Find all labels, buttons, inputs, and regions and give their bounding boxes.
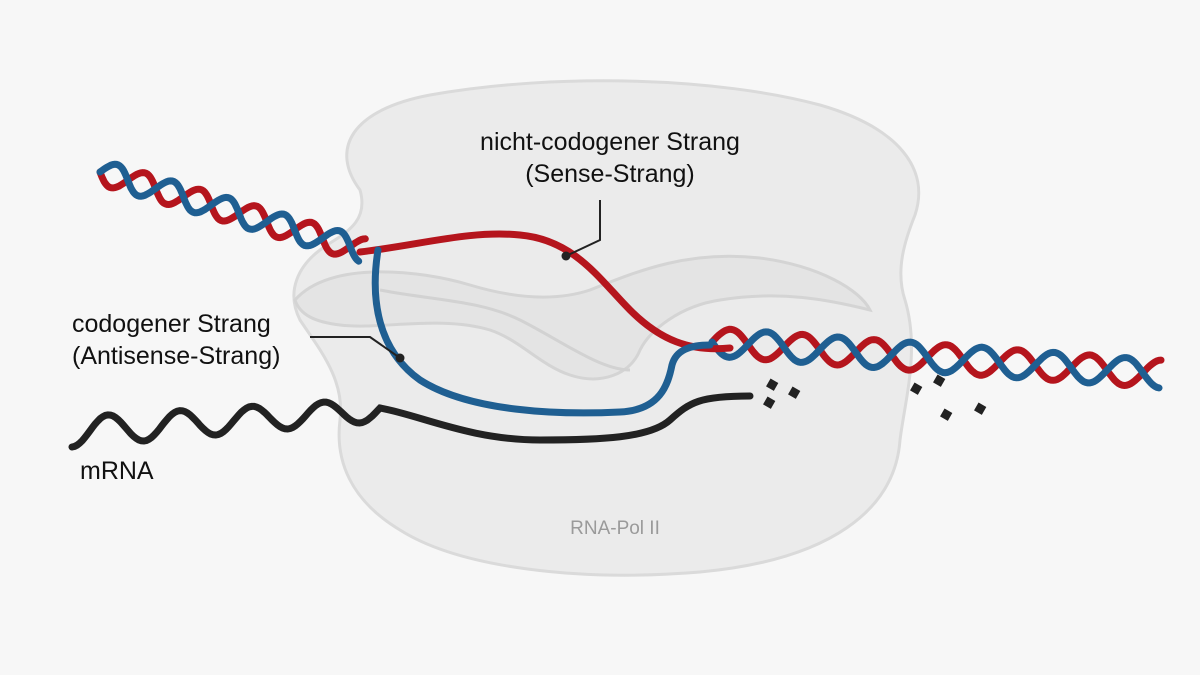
nucleotide (933, 374, 946, 387)
polymerase-groove (293, 254, 873, 381)
nucleotide (766, 378, 779, 391)
polymerase-label: RNA-Pol II (570, 518, 660, 539)
rna-polymerase-body (292, 79, 921, 577)
nucleotide (940, 408, 953, 421)
dna-helix-left (96, 160, 369, 265)
sense-strand-right-helix (708, 325, 1165, 390)
sense-strand-left-helix (96, 168, 369, 258)
sense-strand-label: nicht-codogener Strang (Sense-Strang) (445, 126, 775, 190)
antisense-leader-dot (395, 353, 405, 363)
sense-leader-line (565, 200, 601, 257)
dna-helix-right (708, 325, 1165, 392)
antisense-strand-right-helix (708, 328, 1163, 392)
nucleotide (763, 396, 776, 409)
antisense-strand-label: codogener Strang (Antisense-Strang) (72, 308, 302, 372)
polymerase-inner-clamp (379, 288, 631, 372)
sense-label-line1: nicht-codogener Strang (480, 128, 740, 156)
nucleotide (974, 402, 987, 415)
antisense-label-line1: codogener Strang (72, 310, 271, 338)
mrna-label: mRNA (80, 457, 154, 485)
antisense-strand-bubble (371, 246, 714, 417)
sense-strand-bubble (356, 230, 734, 353)
antisense-label-line2: (Antisense-Strang) (72, 342, 281, 370)
antisense-strand-left-helix (96, 160, 363, 265)
antisense-leader-line (310, 336, 401, 359)
sense-leader-dot (561, 251, 571, 261)
sense-label-line2: (Sense-Strang) (525, 160, 695, 188)
mrna-strand (68, 392, 754, 451)
label-leader-lines (310, 200, 601, 363)
nucleotide (788, 386, 801, 399)
free-nucleotides (763, 374, 987, 421)
nucleotide (910, 382, 923, 395)
